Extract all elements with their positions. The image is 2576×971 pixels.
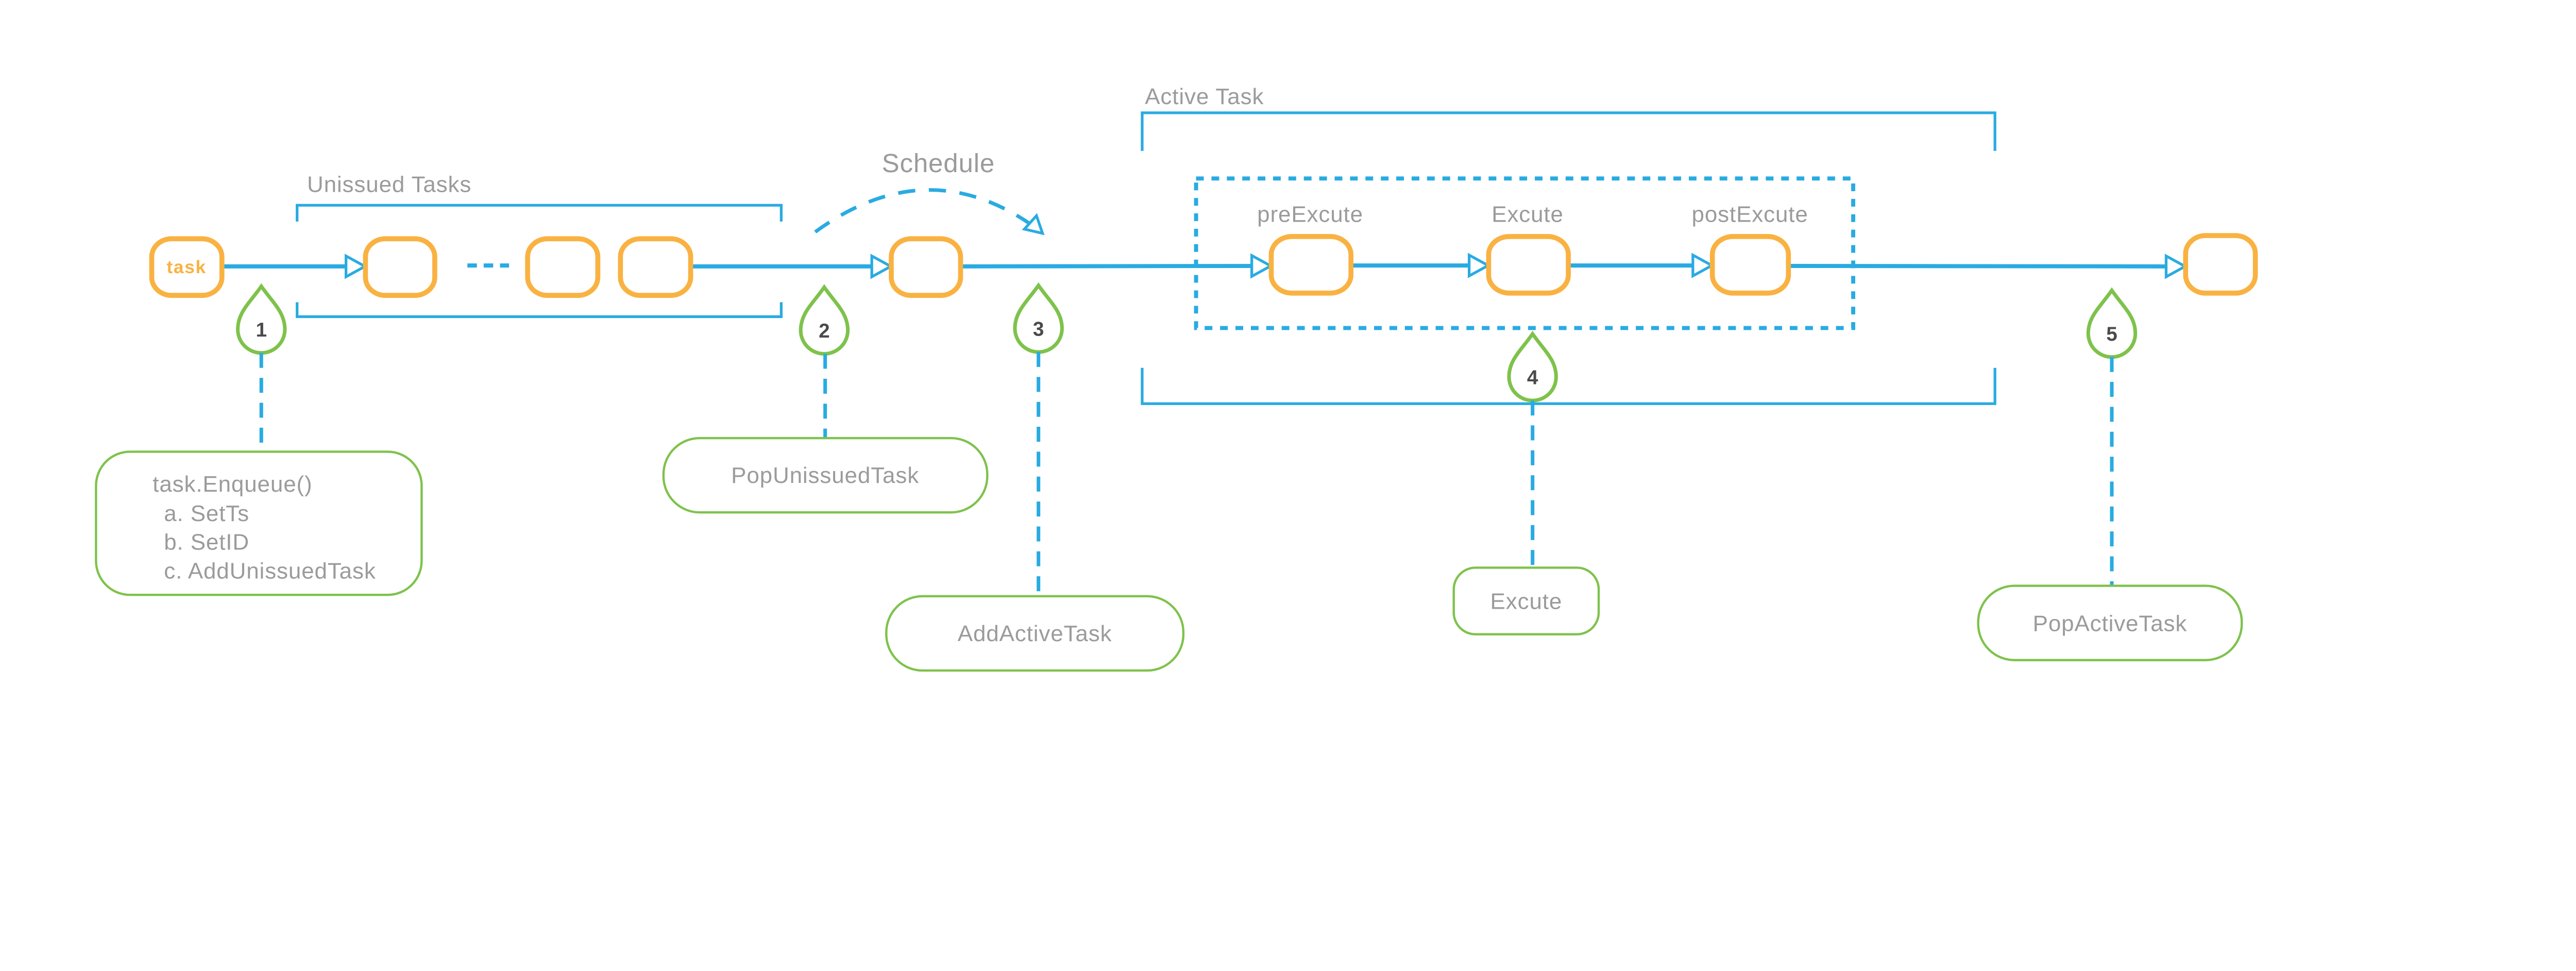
arrow-head-icon bbox=[344, 254, 368, 279]
unissued-tasks-label: Unissued Tasks bbox=[307, 172, 471, 197]
add-active-callout-label: AddActiveTask bbox=[958, 621, 1112, 646]
enqueue-callout-line-4: c. AddUnissuedTask bbox=[164, 559, 376, 584]
excute-callout-label: Excute bbox=[1490, 589, 1563, 614]
unissued-tasks-bottom-bracket bbox=[296, 302, 783, 319]
pop-unissued-callout-box bbox=[662, 437, 989, 514]
active-task-dotted-box bbox=[1194, 176, 1855, 330]
pop-unissued-callout-label: PopUnissuedTask bbox=[731, 463, 919, 488]
unissued-tasks-top-bracket bbox=[296, 204, 783, 222]
done-node bbox=[2183, 233, 2258, 296]
step-markers: 1 2 3 4 5 bbox=[235, 282, 2138, 403]
schedule-label: Schedule bbox=[882, 148, 995, 178]
enqueue-callout-line-3: b. SetID bbox=[164, 529, 249, 555]
add-active-callout-box bbox=[885, 595, 1185, 672]
excute-node bbox=[1486, 234, 1571, 296]
queue-node-last bbox=[618, 236, 693, 298]
enqueue-callout-line-2: a. SetTs bbox=[164, 501, 249, 526]
arrow-head-icon bbox=[1022, 213, 1045, 236]
arrow-head-icon bbox=[1250, 253, 1274, 279]
excute-label: Excute bbox=[1492, 202, 1564, 227]
step-marker-1-number: 1 bbox=[256, 319, 267, 341]
queue-node-mid bbox=[525, 236, 601, 298]
unissued-tasks-section: Unissued Tasks bbox=[296, 172, 783, 319]
pop-active-callout-box bbox=[1977, 584, 2243, 661]
arrow-head-icon bbox=[2164, 254, 2188, 279]
queue-node-first bbox=[363, 236, 437, 298]
task-node-label: task bbox=[166, 257, 206, 277]
excute-callout-box bbox=[1452, 566, 1600, 635]
enqueue-callout-box bbox=[95, 450, 423, 596]
task-scheduler-flow-diagram: Unissued Tasks Schedule Active Task preE… bbox=[95, 84, 2258, 672]
step-marker-3-number: 3 bbox=[1033, 318, 1044, 340]
schedule-dashed-arc bbox=[814, 188, 1039, 233]
schedule-node bbox=[889, 236, 963, 298]
enqueue-callout-line-1: task.Enqueue() bbox=[152, 472, 312, 497]
pre-excute-label: preExcute bbox=[1257, 202, 1363, 227]
post-excute-node bbox=[1709, 234, 1791, 296]
arrow-head-icon bbox=[870, 254, 894, 279]
schedule-section: Schedule bbox=[814, 148, 1045, 236]
arrow-head-icon bbox=[1691, 253, 1715, 278]
active-task-top-bracket bbox=[1141, 111, 1996, 151]
post-excute-label: postExcute bbox=[1692, 202, 1808, 227]
step-marker-4-number: 4 bbox=[1527, 366, 1538, 389]
pop-active-callout-label: PopActiveTask bbox=[2033, 611, 2188, 637]
active-task-bottom-bracket bbox=[1141, 367, 1996, 405]
active-task-section: Active Task preExcute Excute postExcute bbox=[1141, 84, 1996, 405]
arrow-head-icon bbox=[1467, 253, 1492, 278]
callout-connectors bbox=[259, 352, 2114, 610]
active-task-label: Active Task bbox=[1145, 84, 1264, 109]
task-node bbox=[149, 236, 225, 298]
flow-arrowheads bbox=[344, 253, 2188, 279]
diagram-canvas: Unissued Tasks Schedule Active Task preE… bbox=[95, 84, 2258, 672]
pre-excute-node bbox=[1268, 234, 1354, 296]
step-marker-5-number: 5 bbox=[2106, 323, 2117, 345]
callout-boxes: task.Enqueue() a. SetTs b. SetID c. AddU… bbox=[95, 437, 2243, 672]
task-nodes: task bbox=[149, 233, 2258, 298]
step-marker-2-number: 2 bbox=[819, 320, 830, 342]
